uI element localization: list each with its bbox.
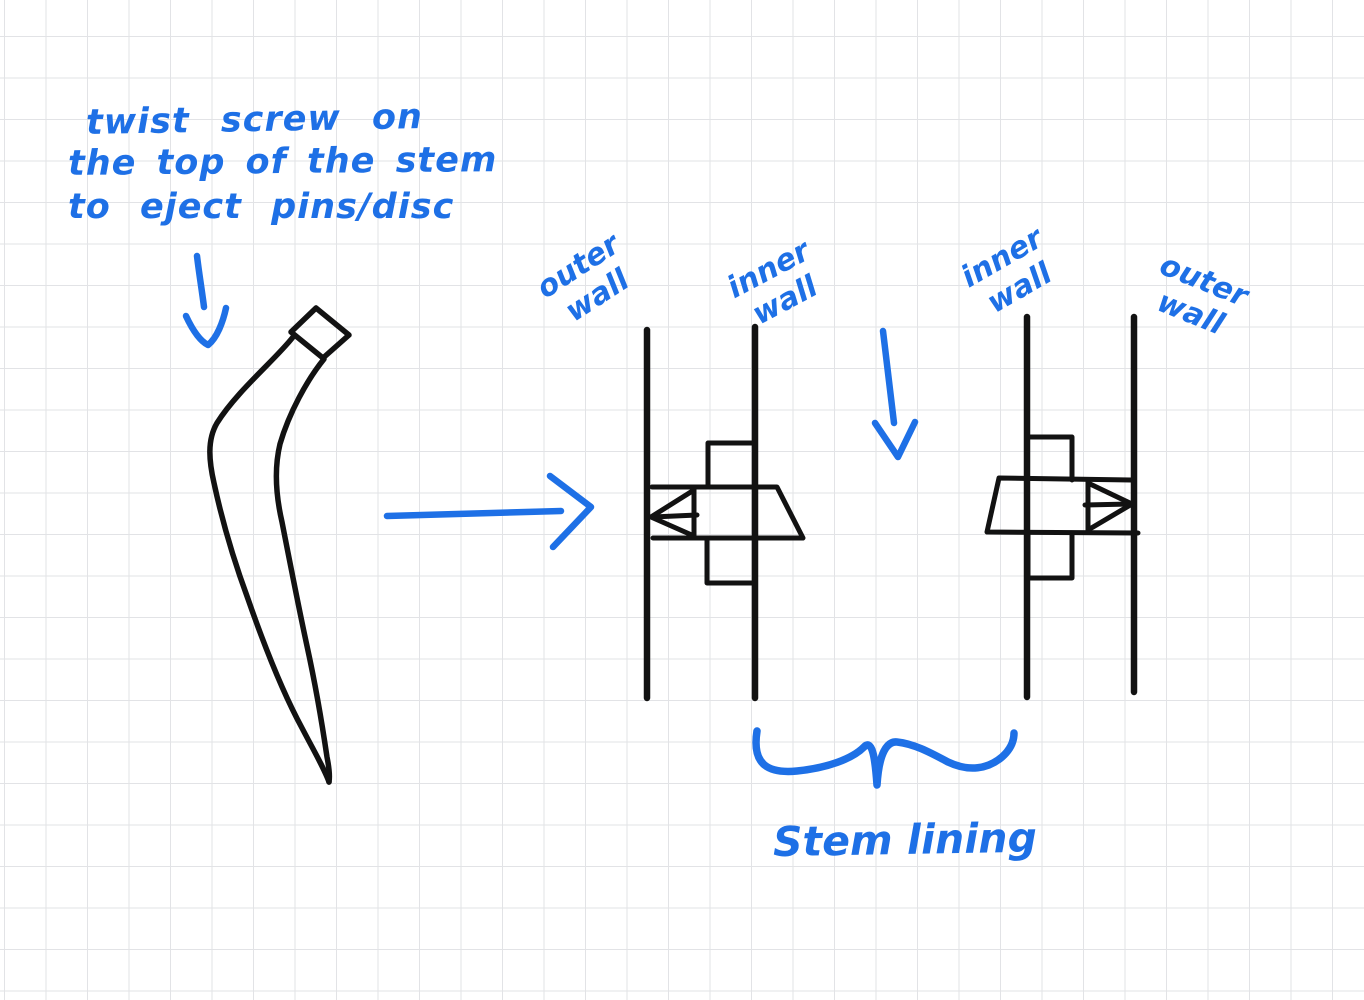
center-down-arrow-head <box>871 418 919 461</box>
screw-cap-diamond <box>288 305 352 361</box>
note-line-1: twist screw on <box>85 97 424 143</box>
black-ink-group <box>207 305 1141 785</box>
left-pin-top-tab <box>705 440 758 489</box>
note-down-arrow-icon <box>182 252 230 349</box>
stem-outline-right <box>273 356 333 785</box>
note-down-arrow-shaft <box>193 252 208 311</box>
stem-lining-label: Stem lining <box>772 813 1038 867</box>
center-down-arrow-icon <box>871 327 919 461</box>
right-pin-arrow-mid <box>1082 501 1133 508</box>
stem-sketch <box>207 305 352 785</box>
center-down-arrow-shaft <box>879 327 898 427</box>
left-pin <box>648 440 806 586</box>
note-line-3: to eject pins/disc <box>68 187 455 227</box>
note-line-2: the top of the stem <box>67 140 498 184</box>
left-pin-arrow-mid <box>650 512 700 520</box>
right-arrow-shaft <box>383 507 565 520</box>
note-down-arrow-head <box>182 304 230 349</box>
right-arrow-head <box>546 472 595 551</box>
right-arrow-icon <box>383 472 595 551</box>
right-pin-top-tab <box>1025 434 1075 483</box>
right-wall-pair <box>1023 313 1138 701</box>
right-pin-body <box>984 475 1141 536</box>
right-pin-bottom-tab <box>1025 530 1075 581</box>
left-pin-body <box>649 484 806 541</box>
left-wall-pair <box>643 323 759 702</box>
blue-ink-group <box>182 252 1018 789</box>
left-pin-bottom-tab <box>704 536 758 586</box>
stem-outline-left <box>207 334 332 785</box>
right-pin <box>984 434 1141 581</box>
curly-brace <box>752 727 1018 789</box>
